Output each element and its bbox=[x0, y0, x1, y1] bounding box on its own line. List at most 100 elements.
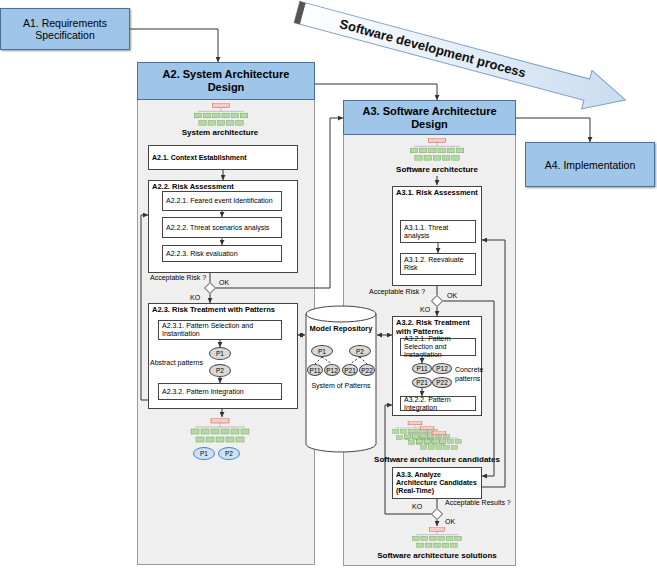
diamond-outline bbox=[431, 295, 443, 307]
pattern-ellipse: P11 bbox=[412, 363, 432, 374]
node-label: A3.2.2. Pattern Integration bbox=[404, 396, 472, 412]
diamond-outline bbox=[204, 282, 216, 294]
node-label: P1 bbox=[216, 350, 224, 357]
node-label: A3.3. Analyze Architecture Candidates (R… bbox=[396, 471, 478, 495]
node-label: A3.1.1. Threat analysis bbox=[404, 224, 472, 240]
group-heading: A3.1. Risk Assessment bbox=[396, 188, 479, 197]
pattern-ellipse: P1 bbox=[209, 347, 231, 360]
annotation-label: Software architecture solutions bbox=[362, 551, 512, 561]
decision-diamond: Acceptable Risk ? bbox=[204, 282, 216, 294]
pattern-ellipse: P1 bbox=[193, 447, 215, 460]
process-box: A2.3.1. Pattern Selection and Instantiat… bbox=[158, 320, 282, 340]
process-box: A3.2.2. Pattern Integration bbox=[400, 396, 476, 411]
annotation-label: OK bbox=[445, 517, 465, 526]
node-label: P22 bbox=[436, 379, 448, 386]
node-label: A2.3.1. Pattern Selection and Instantiat… bbox=[162, 322, 278, 338]
decision-label: Acceptable Risk ? bbox=[369, 288, 425, 296]
group-heading: A2.3. Risk Treatment with Patterns bbox=[152, 305, 295, 314]
pattern-ellipse: P22 bbox=[359, 364, 375, 376]
decision-label: Acceptable Risk ? bbox=[150, 274, 206, 282]
node-label: A1. Requirements Specification bbox=[7, 17, 123, 41]
node-label: P21 bbox=[416, 379, 428, 386]
pattern-ellipse: P1 bbox=[311, 345, 333, 357]
phase-box: A1. Requirements Specification bbox=[0, 8, 130, 50]
node-label: P21 bbox=[344, 367, 356, 374]
decision-diamond: Acceptable Risk ? bbox=[431, 295, 443, 307]
pattern-ellipse: P2 bbox=[218, 447, 240, 460]
node-label: P2 bbox=[225, 450, 233, 457]
node-label: P11 bbox=[309, 367, 320, 374]
annotation-label: Concrete patterns bbox=[455, 365, 481, 383]
phase-panel: A2. System Architecture DesignA2.1. Cont… bbox=[137, 62, 315, 565]
node-label: A3.2.1. Pattern Selection and Instantiat… bbox=[404, 335, 472, 359]
annotation-label: Software architecture candidates bbox=[362, 455, 512, 465]
pattern-ellipse: P12 bbox=[324, 364, 340, 376]
node-label: P22 bbox=[361, 367, 373, 374]
node-label: A2.2.3. Risk evaluation bbox=[166, 250, 238, 258]
diamond-shape bbox=[205, 283, 216, 294]
process-band-label: Software development process bbox=[338, 16, 535, 82]
diamond-shape bbox=[432, 509, 443, 520]
flow-connector bbox=[130, 29, 218, 62]
edge-label: KO bbox=[412, 503, 422, 511]
edge-label: KO bbox=[420, 306, 430, 314]
node-label: A4. Implementation bbox=[545, 159, 635, 171]
decision-label: Acceptable Results ? bbox=[445, 499, 511, 507]
pattern-ellipse: P22 bbox=[432, 377, 452, 388]
pattern-ellipse: P2 bbox=[349, 345, 371, 357]
annotation-label: System architecture bbox=[170, 128, 270, 138]
group-heading: A3.2. Risk Treatment with Patterns bbox=[396, 318, 479, 336]
node-label: P12 bbox=[436, 365, 448, 372]
process-box: A2.2.2. Threat scenarios analysis bbox=[162, 217, 282, 238]
node-label: P1 bbox=[200, 450, 208, 457]
process-box: A2.1. Context Establishment bbox=[148, 145, 298, 170]
annotation-label: Software architecture bbox=[387, 165, 487, 175]
node-label: A2.1. Context Establishment bbox=[152, 154, 247, 162]
flow-connector bbox=[315, 84, 437, 100]
process-box: A3.2.1. Pattern Selection and Instantiat… bbox=[400, 338, 476, 356]
repository-label: Model Repository bbox=[305, 324, 377, 333]
pattern-ellipse: P2 bbox=[209, 364, 231, 377]
node-label: P1 bbox=[318, 348, 326, 355]
cylinder-body bbox=[306, 306, 376, 452]
pattern-ellipse: P12 bbox=[432, 363, 452, 374]
annotation-label: Abstract patterns bbox=[150, 358, 208, 367]
process-box: A3.1.2. Reevaluate Risk bbox=[400, 253, 476, 275]
panel-heading: A2. System Architecture Design bbox=[137, 62, 315, 100]
process-box: A3.3. Analyze Architecture Candidates (R… bbox=[392, 467, 482, 499]
node-label: A3.1.2. Reevaluate Risk bbox=[404, 256, 472, 272]
decision-diamond: Acceptable Results ? bbox=[431, 508, 443, 520]
node-label: A2.2.2. Threat scenarios analysis bbox=[166, 224, 269, 232]
pattern-ellipse: P11 bbox=[307, 364, 323, 376]
node-label: P2 bbox=[216, 367, 224, 374]
node-label: P12 bbox=[326, 367, 338, 374]
process-box: A2.2.3. Risk evaluation bbox=[162, 245, 282, 262]
cylinder-rim bbox=[306, 314, 376, 322]
pattern-ellipse: P21 bbox=[412, 377, 432, 388]
annotation-label: System of Patterns bbox=[305, 381, 377, 390]
node-label: A2.2.1. Feared event Identification bbox=[166, 197, 273, 205]
group-box: A3.1. Risk AssessmentA3.1.1. Threat anal… bbox=[392, 186, 482, 286]
pattern-ellipse: P21 bbox=[342, 364, 358, 376]
process-box: A2.3.2. Pattern Integration bbox=[158, 383, 282, 400]
repository-cylinder: Model RepositoryP1 P2P11 P12 P21 P22 bbox=[305, 305, 377, 453]
panel-heading: A3. Software Architecture Design bbox=[343, 100, 516, 135]
edge-label: OK bbox=[447, 292, 457, 300]
edge-label: KO bbox=[190, 294, 200, 302]
group-box: A2.2. Risk AssessmentA2.2.1. Feared even… bbox=[148, 180, 298, 273]
group-heading: A2.2. Risk Assessment bbox=[152, 182, 295, 191]
edge-label: OK bbox=[219, 279, 229, 287]
node-label: A2.3.2. Pattern Integration bbox=[162, 388, 244, 396]
process-box: A3.1.1. Threat analysis bbox=[400, 220, 476, 243]
phase-box: A4. Implementation bbox=[525, 142, 655, 187]
diamond-shape bbox=[432, 296, 443, 307]
group-box: A2.3. Risk Treatment with PatternsA2.3.1… bbox=[148, 303, 298, 409]
node-label: P2 bbox=[356, 348, 364, 355]
node-label: P11 bbox=[416, 365, 427, 372]
diamond-outline bbox=[431, 508, 443, 520]
process-box: A2.2.1. Feared event Identification bbox=[162, 191, 282, 211]
flow-connector bbox=[516, 118, 590, 142]
